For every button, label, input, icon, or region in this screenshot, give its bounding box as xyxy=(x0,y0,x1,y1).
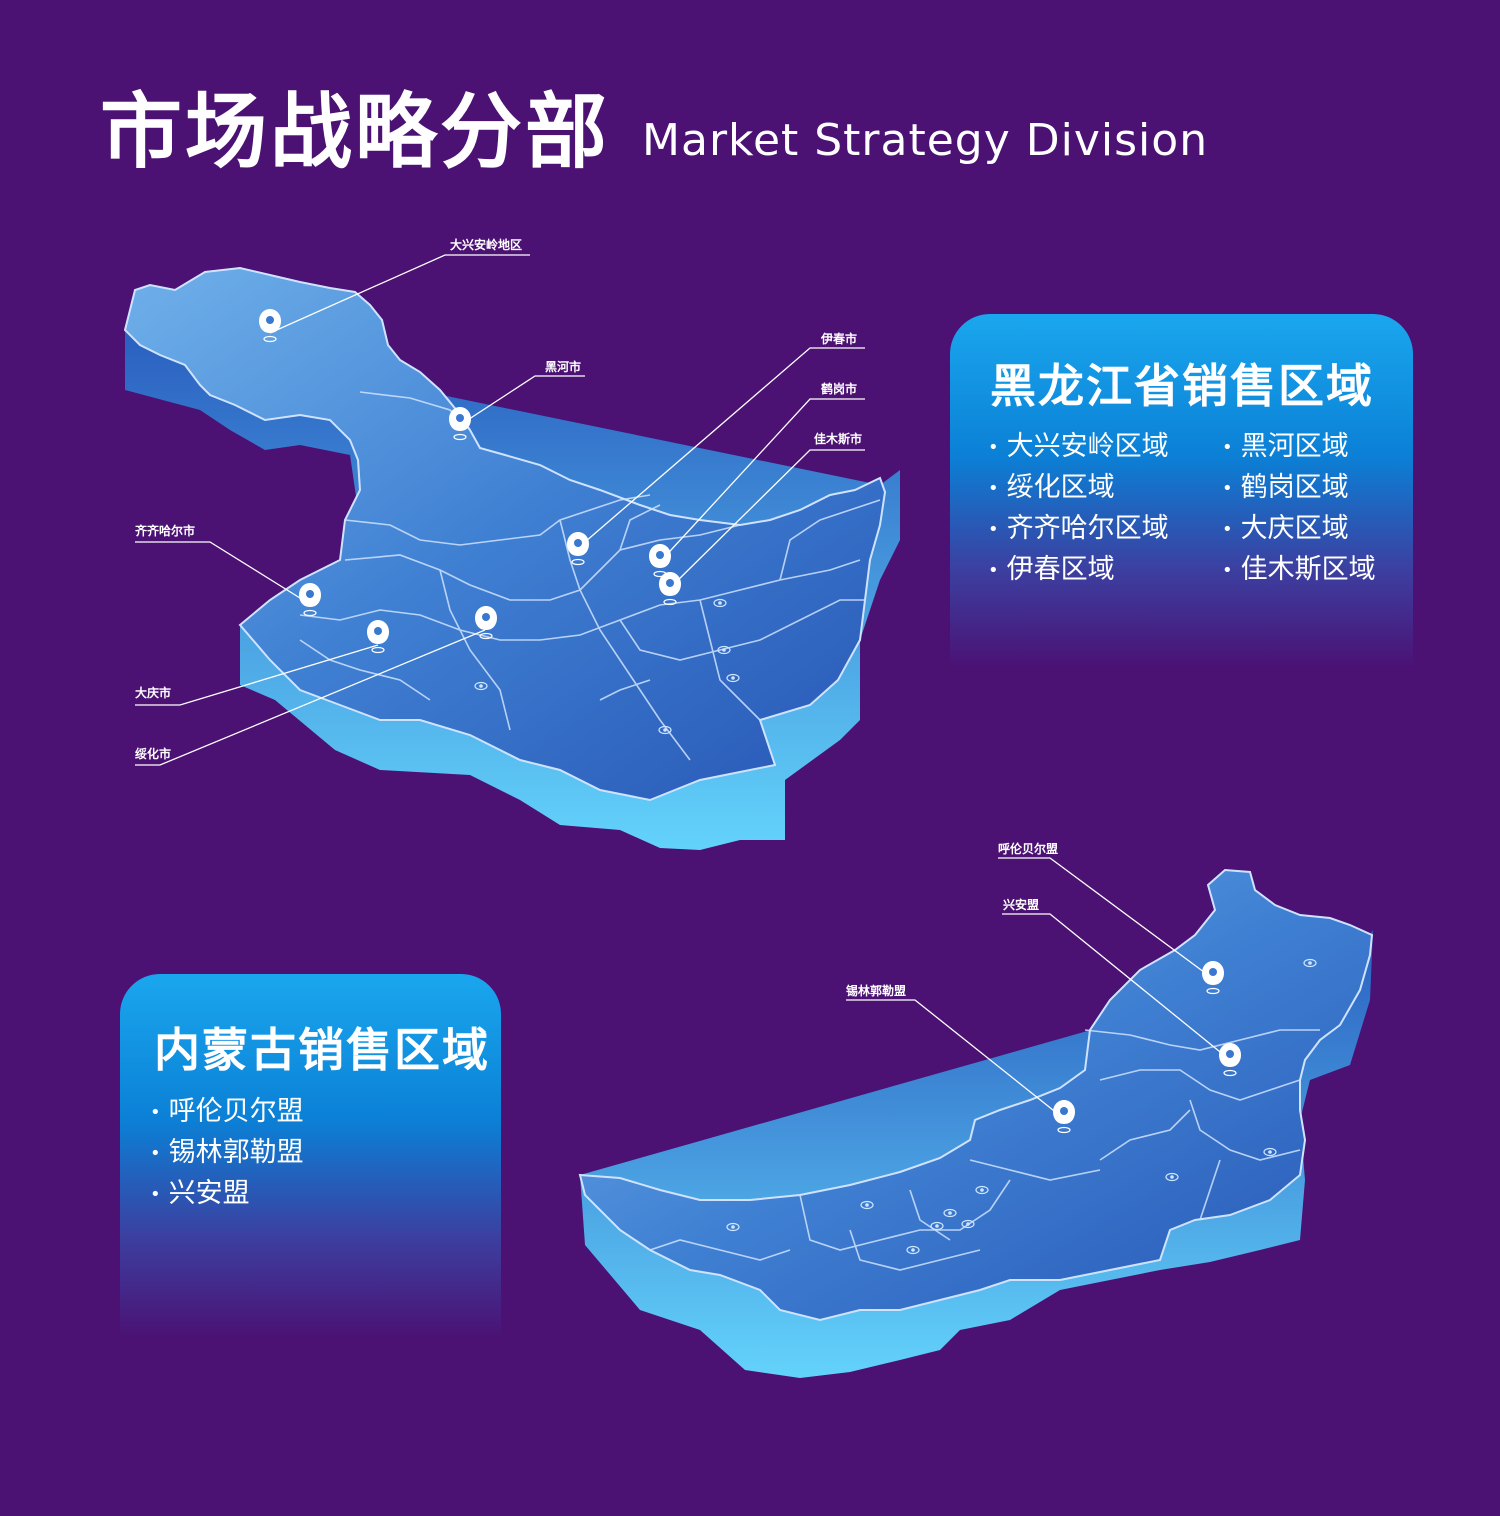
region-item: 齐齐哈尔区域 xyxy=(988,506,1169,545)
label-hegang: 鹤岗市 xyxy=(821,381,857,396)
heilongjiang-callout-lines xyxy=(135,254,865,766)
neimenggu-region-panel: 内蒙古销售区域 呼伦贝尔盟 锡林郭勒盟 兴安盟 xyxy=(120,974,501,1340)
page-header: 市场战略分部 Market Strategy Division xyxy=(100,92,1208,174)
neimenggu-callout-lines xyxy=(846,857,1231,1119)
heilongjiang-map-face xyxy=(123,266,887,802)
region-item: 鹤岗区域 xyxy=(1222,465,1349,504)
label-hulunbuir: 呼伦贝尔盟 xyxy=(998,841,1058,856)
label-daqing: 大庆市 xyxy=(135,685,171,700)
region-item: 绥化区域 xyxy=(988,465,1115,504)
label-heihe: 黑河市 xyxy=(545,359,581,374)
neimenggu-map-face xyxy=(578,868,1374,1322)
region-item: 兴安盟 xyxy=(150,1171,250,1210)
region-item: 伊春区域 xyxy=(988,547,1115,586)
region-item: 佳木斯区域 xyxy=(1222,547,1376,586)
page-title: 市场战略分部 xyxy=(100,85,611,180)
label-yichun: 伊春市 xyxy=(820,331,857,346)
heilongjiang-panel-title: 黑龙江省销售区域 xyxy=(990,359,1374,413)
label-xilingol: 锡林郭勒盟 xyxy=(846,983,906,998)
region-item: 呼伦贝尔盟 xyxy=(150,1089,304,1128)
neimenggu-boundaries xyxy=(649,1029,1320,1271)
heilongjiang-map: 大兴安岭地区 黑河市 伊春市 鹤岗市 佳木斯市 齐齐哈尔市 大庆市 绥化市 xyxy=(123,237,900,850)
page-subtitle: Market Strategy Division xyxy=(642,115,1209,166)
heilongjiang-region-panel: 黑龙江省销售区域 大兴安岭区域 绥化区域 齐齐哈尔区域 伊春区域 黑河区域 鹤岗… xyxy=(950,314,1413,670)
label-xingan: 兴安盟 xyxy=(1003,897,1039,912)
region-item: 黑河区域 xyxy=(1222,424,1349,463)
region-item: 锡林郭勒盟 xyxy=(150,1130,304,1169)
region-item: 大庆区域 xyxy=(1222,506,1349,545)
label-qiqihar: 齐齐哈尔市 xyxy=(135,523,195,538)
label-jiamusi: 佳木斯市 xyxy=(814,431,862,446)
neimenggu-panel-title: 内蒙古销售区域 xyxy=(154,1023,490,1077)
heilongjiang-boundaries xyxy=(299,391,881,761)
label-daxinganling: 大兴安岭地区 xyxy=(450,237,522,252)
neimenggu-map: 呼伦贝尔盟 兴安盟 锡林郭勒盟 xyxy=(578,841,1374,1378)
region-item: 大兴安岭区域 xyxy=(988,424,1169,463)
label-suihua: 绥化市 xyxy=(135,746,171,761)
